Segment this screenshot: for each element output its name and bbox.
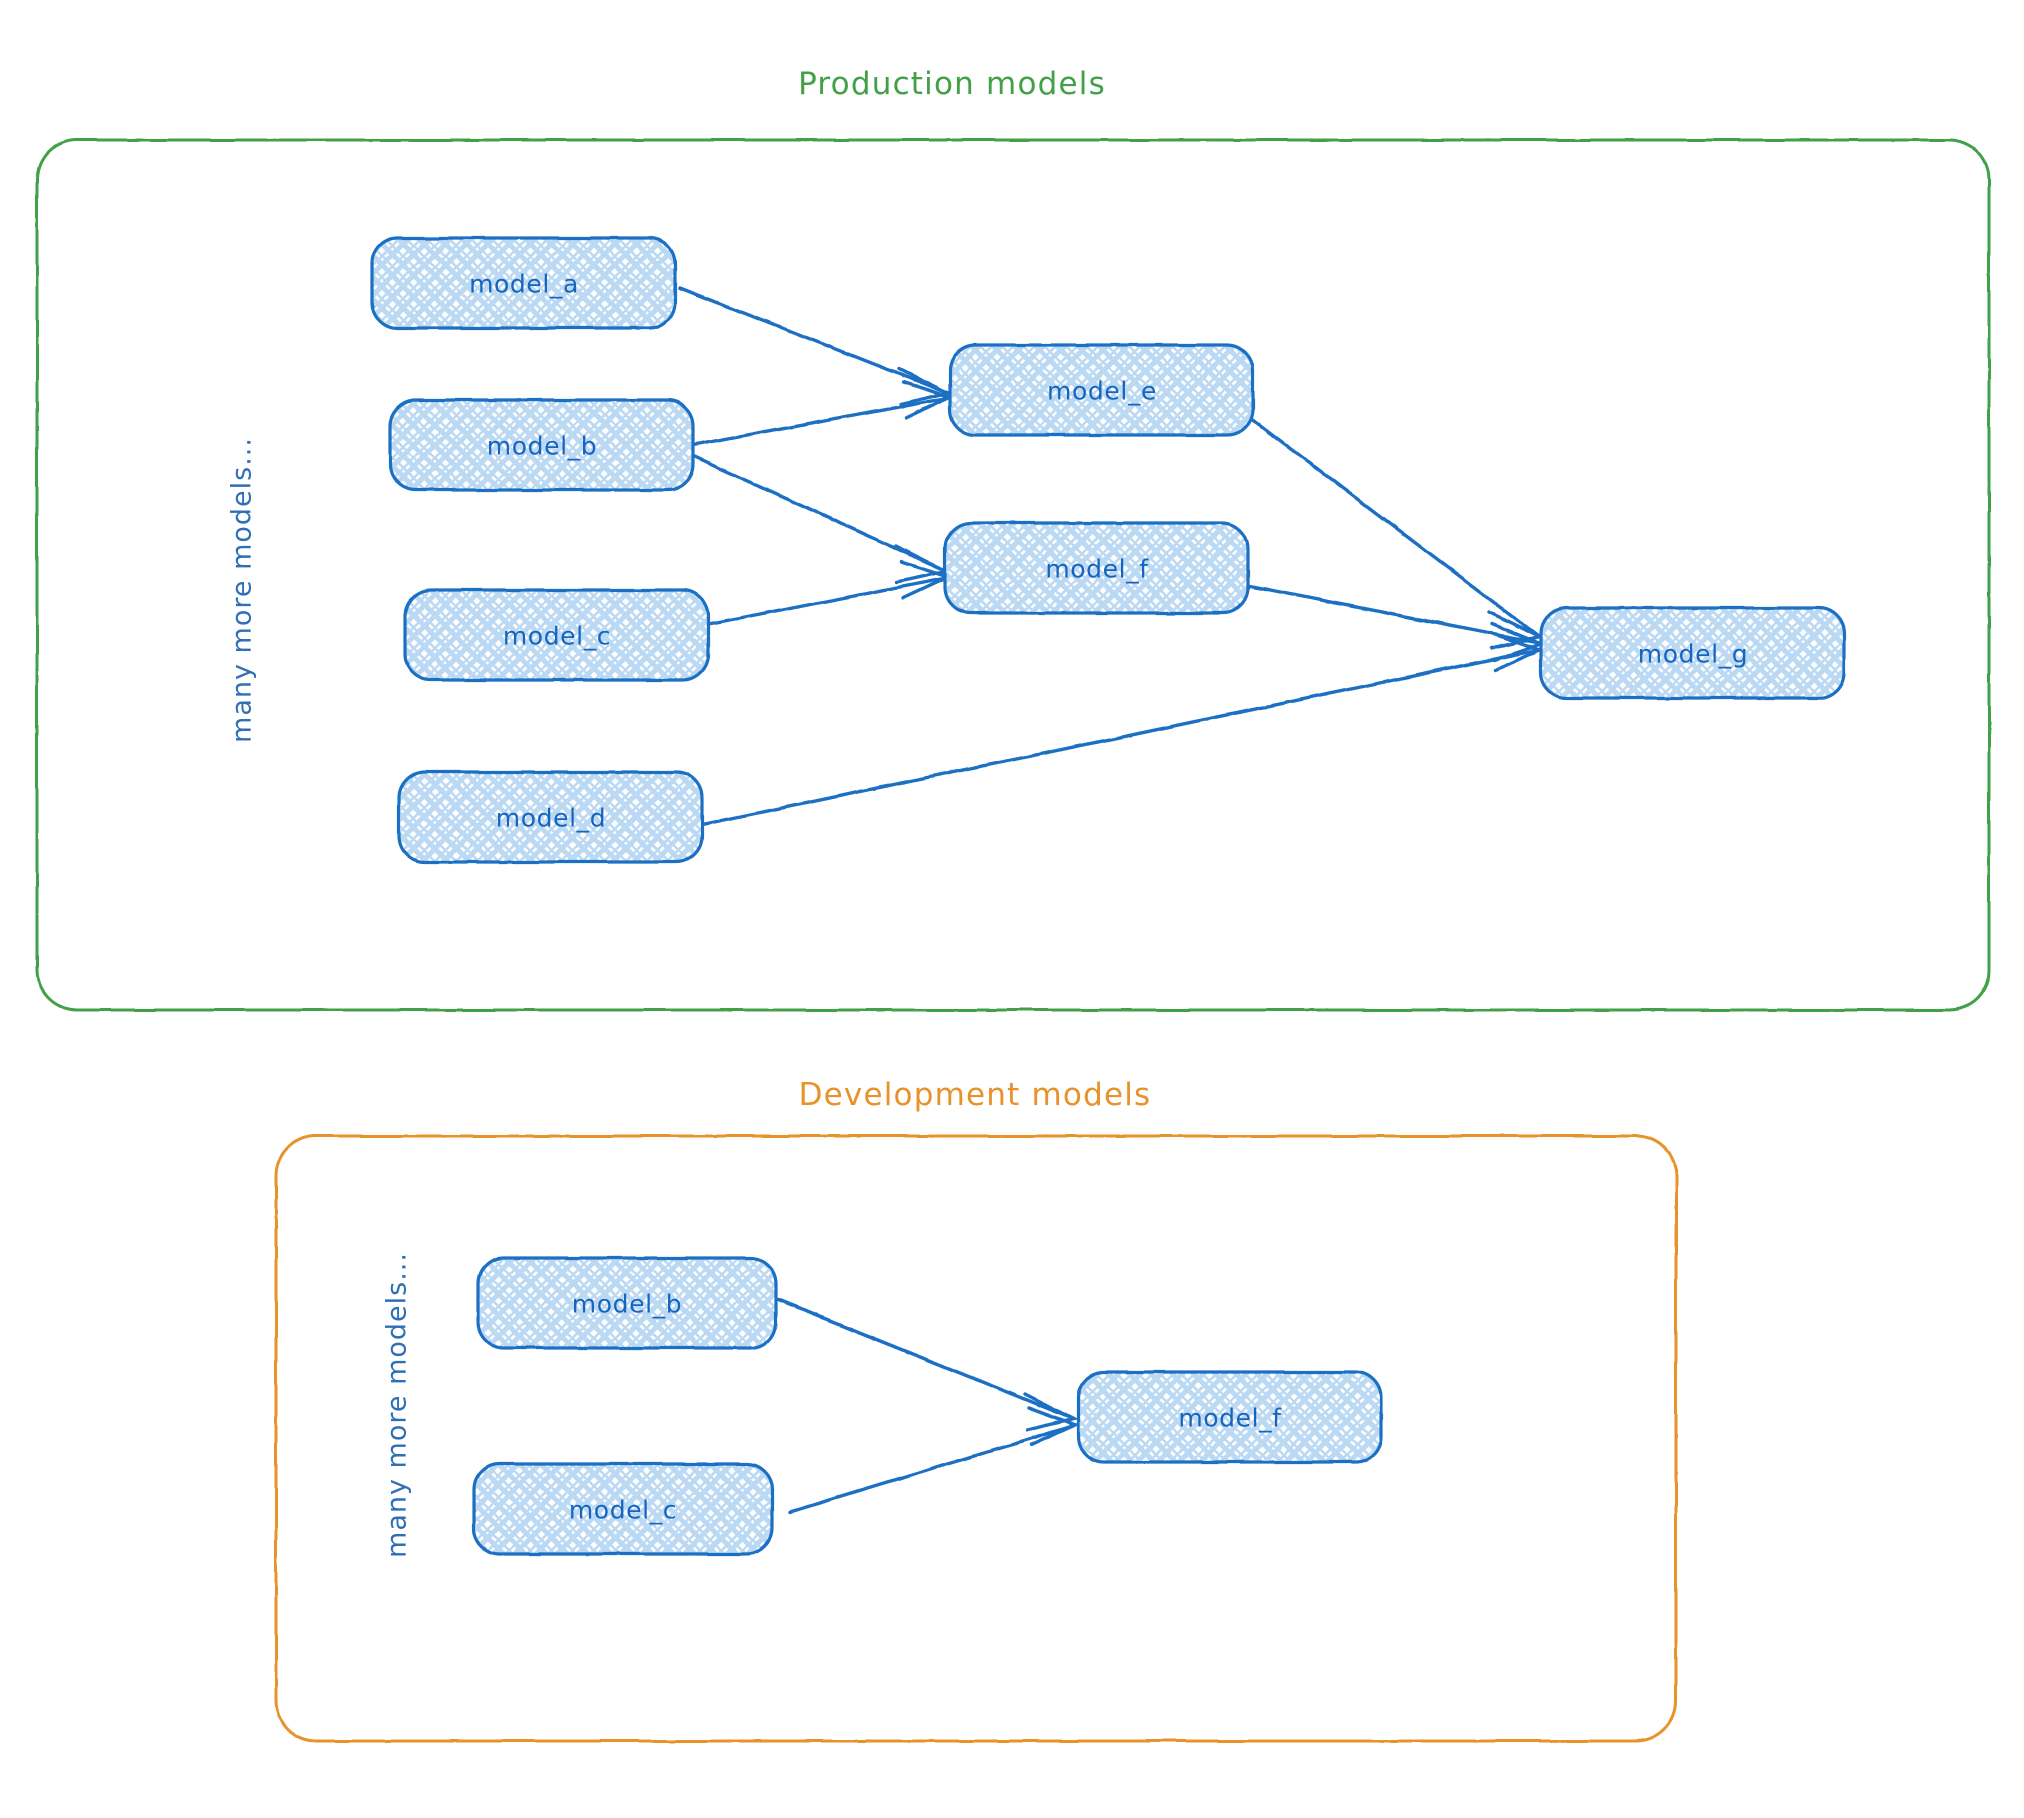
node-model-f-shape[interactable] [943, 521, 1250, 615]
development-many-more-models-label: many more models... [381, 1252, 413, 1558]
edge-dev-model-b-to-model-f [776, 1298, 1079, 1432]
node-model-f[interactable] [943, 521, 1250, 615]
development-group-border [274, 1134, 1678, 1743]
edge-model-a-to-model-e [678, 286, 954, 406]
production-group-container [35, 138, 1991, 1012]
development-group-container [274, 1134, 1678, 1743]
production-many-more-models-label: many more models... [226, 437, 258, 743]
production-group-title: Production models [798, 66, 1106, 102]
node-model-c-shape[interactable] [403, 588, 710, 682]
edge-model-d-to-model-g [698, 631, 1545, 827]
node-model-e[interactable] [948, 343, 1255, 437]
node-dev-model-f-shape[interactable] [1076, 1370, 1383, 1464]
node-dev-model-c[interactable] [472, 1462, 774, 1556]
node-model-b-shape[interactable] [388, 398, 695, 492]
edge-model-c-to-model-f [704, 560, 953, 627]
node-model-b[interactable] [388, 398, 695, 492]
production-edges [678, 286, 1546, 827]
node-dev-model-c-shape[interactable] [472, 1462, 774, 1556]
development-edges [776, 1298, 1080, 1514]
node-dev-model-b-shape[interactable] [476, 1256, 778, 1350]
node-model-a[interactable] [370, 236, 677, 330]
development-nodes [472, 1256, 1383, 1556]
node-model-d-shape[interactable] [397, 770, 704, 864]
production-nodes [370, 236, 1846, 864]
node-model-e-shape[interactable] [948, 343, 1255, 437]
development-group-title: Development models [798, 1077, 1152, 1113]
edge-model-f-to-model-g [1248, 584, 1546, 662]
node-model-c[interactable] [403, 588, 710, 682]
node-model-d[interactable] [397, 770, 704, 864]
node-model-g-shape[interactable] [1539, 606, 1846, 700]
node-dev-model-f[interactable] [1076, 1370, 1383, 1464]
edge-dev-model-c-to-model-f [788, 1406, 1080, 1514]
production-group-border [35, 138, 1991, 1012]
node-dev-model-b[interactable] [476, 1256, 778, 1350]
node-model-a-shape[interactable] [370, 236, 677, 330]
edge-model-b-to-model-e [688, 380, 955, 448]
node-model-g[interactable] [1539, 606, 1846, 700]
